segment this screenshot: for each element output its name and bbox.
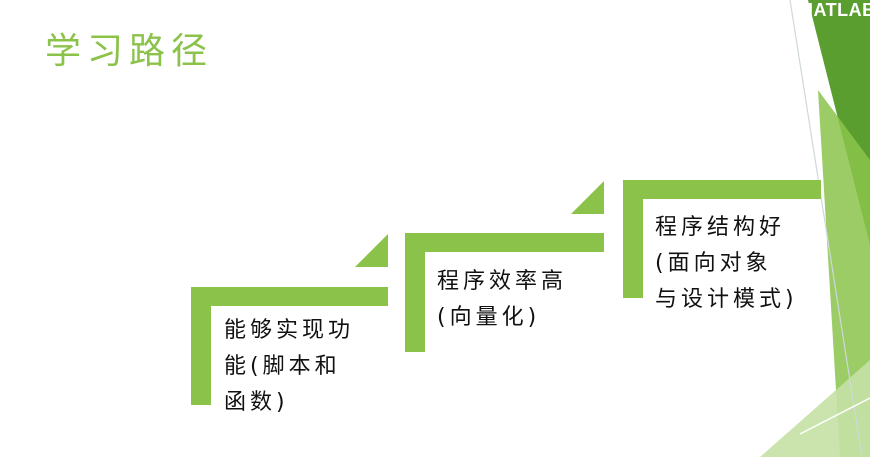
step-3-line-2: (面向对象 <box>655 251 772 276</box>
step-1-line-1: 能够实现功 <box>224 318 355 343</box>
brand-logo-text: MATLAB <box>798 0 870 20</box>
step-2-line-2: (向量化) <box>437 305 541 330</box>
step-3-shape <box>623 180 821 298</box>
step-1-text: 能够实现功 能(脚本和 函数) <box>224 313 354 421</box>
step-1-shape <box>191 234 388 405</box>
light-green-triangle <box>760 360 870 457</box>
step-3-line-3: 与设计模式) <box>655 287 798 312</box>
light-diagonal-line <box>799 397 870 435</box>
step-1-line-3: 函数) <box>224 390 289 415</box>
step-3-text: 程序结构好 (面向对象 与设计模式) <box>655 210 798 318</box>
step-3-line-1: 程序结构好 <box>655 215 786 240</box>
page-title: 学习路径 <box>45 31 214 72</box>
step-2-line-1: 程序效率高 <box>437 269 568 294</box>
thin-diagonal-line <box>789 0 863 457</box>
step-2-text: 程序效率高 (向量化) <box>437 264 567 336</box>
green-triangle <box>818 90 870 457</box>
step-1-line-2: 能(脚本和 <box>224 354 341 379</box>
step-2-shape <box>405 181 604 352</box>
